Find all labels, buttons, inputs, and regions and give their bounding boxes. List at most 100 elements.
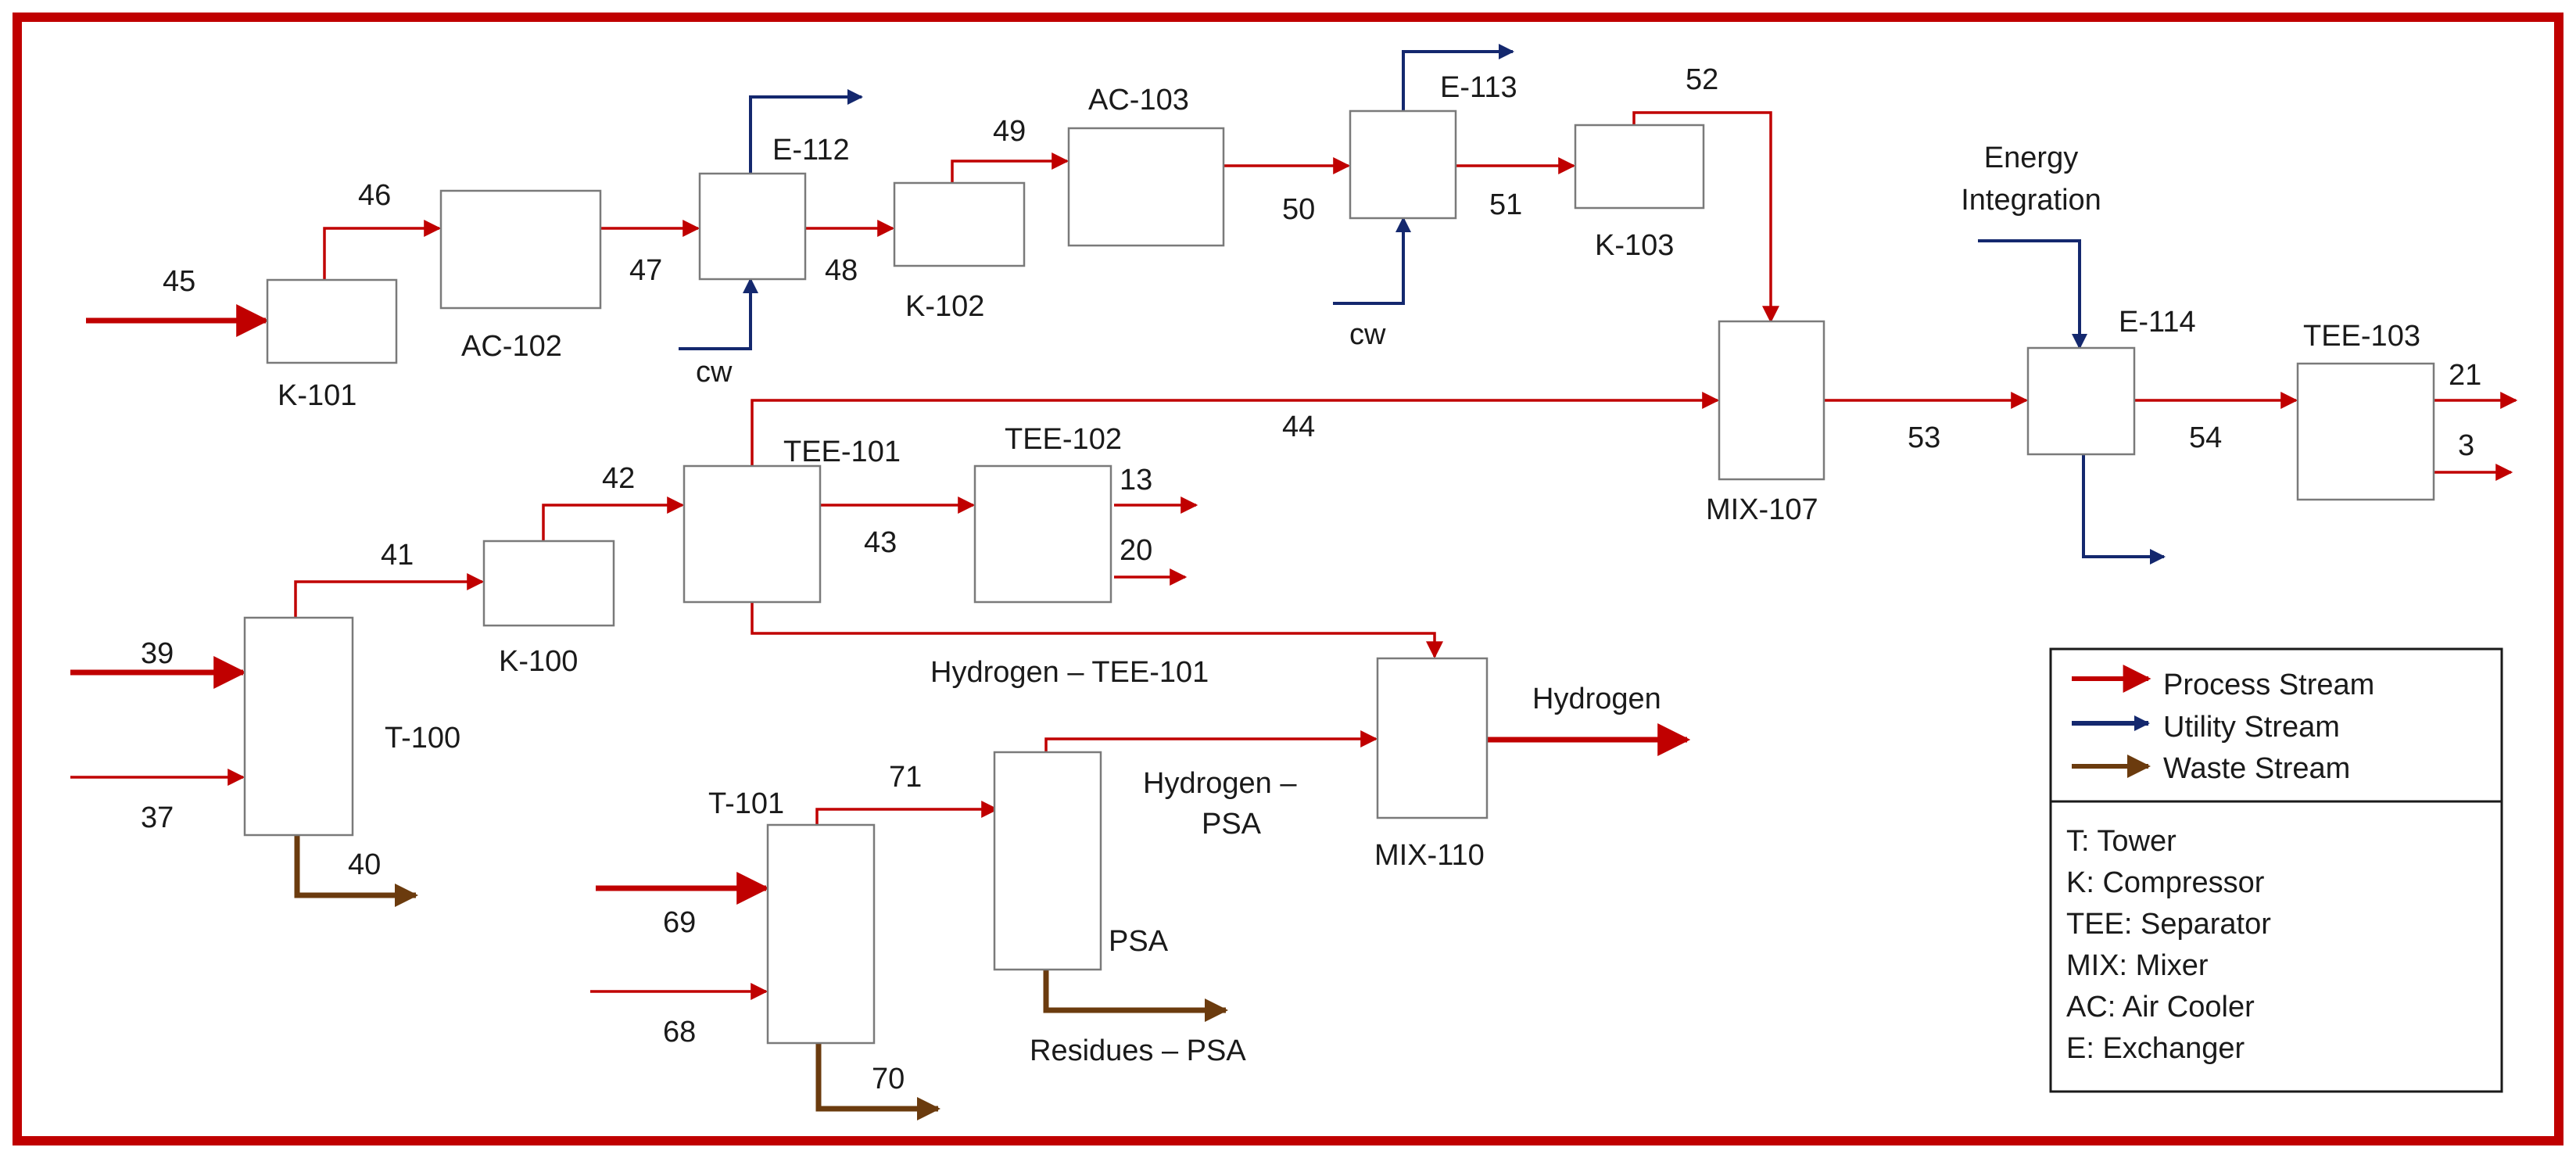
utility-streams (679, 44, 2166, 565)
label-energy-integration-1: Energy (1984, 142, 2078, 174)
legend-process-label: Process Stream (2163, 669, 2374, 701)
label-stream-44: 44 (1282, 410, 1315, 443)
label-tee101: TEE-101 (783, 436, 901, 468)
label-stream-71: 71 (889, 761, 922, 794)
unit-ac102 (439, 189, 602, 310)
unit-t100 (243, 616, 354, 837)
utility-cw-e112-in (679, 278, 758, 350)
legend-waste-label: Waste Stream (2163, 752, 2350, 785)
legend-abbrev-tower: T: Tower (2066, 825, 2177, 858)
utility-energy-integration-in (1978, 239, 2087, 350)
unit-mix110 (1376, 657, 1489, 819)
label-k101: K-101 (278, 379, 356, 412)
stream-42 (542, 497, 685, 541)
label-psa: PSA (1109, 925, 1169, 958)
unit-e114 (2026, 346, 2136, 456)
stream-52 (1632, 111, 1779, 324)
unit-k100 (482, 540, 615, 627)
label-stream-47: 47 (629, 254, 662, 287)
label-stream-40: 40 (348, 848, 381, 881)
stream-labels: 45 46 47 48 49 50 51 52 53 54 21 3 44 42… (141, 63, 2481, 1095)
legend-abbrev-air-cooler: AC: Air Cooler (2066, 991, 2255, 1024)
unit-tee102 (973, 464, 1112, 604)
stream-49 (951, 152, 1069, 183)
label-stream-46: 46 (358, 179, 391, 212)
label-stream-54: 54 (2189, 421, 2222, 454)
label-tee102: TEE-102 (1005, 423, 1122, 456)
label-hydrogen-out: Hydrogen (1532, 683, 1661, 715)
stream-70 (815, 1043, 940, 1120)
legend-abbrev-mixer: MIX: Mixer (2066, 949, 2209, 982)
label-stream-37: 37 (141, 801, 174, 834)
legend-abbrev-separator: TEE: Separator (2066, 908, 2271, 941)
unit-operations (243, 109, 2435, 1045)
unit-k101 (266, 278, 398, 364)
label-hydrogen-psa-1: Hydrogen – (1143, 767, 1297, 800)
unit-tee101 (683, 464, 822, 604)
unit-ac103 (1067, 127, 1225, 247)
label-hydrogen-tee101: Hydrogen – TEE-101 (930, 656, 1209, 689)
unit-k103 (1574, 124, 1705, 210)
outer-frame (13, 13, 2563, 1145)
label-stream-20: 20 (1120, 534, 1152, 567)
label-k100: K-100 (499, 645, 578, 678)
label-e112: E-112 (772, 134, 850, 167)
label-mix107: MIX-107 (1706, 493, 1818, 526)
label-mix110: MIX-110 (1374, 839, 1485, 872)
utility-e114-out (2082, 454, 2166, 565)
label-stream-45: 45 (163, 265, 195, 298)
label-stream-69: 69 (663, 906, 696, 939)
label-residues-psa: Residues – PSA (1030, 1034, 1246, 1067)
legend: Process Stream Utility Stream Waste Stre… (2049, 647, 2503, 1093)
label-t100: T-100 (385, 722, 460, 755)
label-stream-41: 41 (381, 539, 414, 572)
label-stream-39: 39 (141, 637, 174, 670)
label-ac103: AC-103 (1088, 84, 1189, 117)
stream-hydrogen-psa (1044, 730, 1378, 752)
label-stream-50: 50 (1282, 193, 1315, 226)
label-stream-53: 53 (1908, 421, 1940, 454)
legend-abbrev-exchanger: E: Exchanger (2066, 1032, 2245, 1065)
label-tee103: TEE-103 (2303, 320, 2420, 353)
label-stream-42: 42 (602, 462, 635, 495)
stream-44 (751, 392, 1720, 466)
unit-k102 (893, 181, 1026, 267)
unit-e112 (698, 172, 807, 281)
label-stream-68: 68 (663, 1016, 696, 1049)
label-stream-52: 52 (1686, 63, 1718, 96)
unit-mix107 (1718, 320, 1825, 481)
label-stream-13: 13 (1120, 464, 1152, 497)
label-stream-3: 3 (2458, 429, 2474, 462)
stream-41 (294, 573, 485, 618)
stream-40 (294, 835, 418, 907)
utility-e112-out (749, 89, 863, 174)
label-k102: K-102 (905, 290, 984, 323)
unit-e113 (1349, 109, 1457, 220)
legend-abbrev-compressor: K: Compressor (2066, 866, 2265, 899)
label-t101: T-101 (708, 787, 784, 820)
label-stream-70: 70 (872, 1063, 905, 1095)
label-stream-51: 51 (1489, 188, 1522, 221)
stream-71 (815, 801, 999, 825)
label-cw-2: cw (1349, 318, 1386, 351)
legend-utility-label: Utility Stream (2163, 711, 2340, 744)
label-stream-43: 43 (864, 526, 897, 559)
label-stream-21: 21 (2449, 359, 2481, 392)
utility-cw-e113-in (1333, 217, 1411, 305)
stream-hydrogen-tee101 (751, 602, 1443, 659)
unit-labels: K-101 AC-102 E-112 K-102 AC-103 E-113 K-… (278, 71, 2420, 958)
label-e114: E-114 (2119, 306, 2196, 339)
label-stream-48: 48 (825, 254, 858, 287)
process-streams (70, 111, 2518, 1000)
stream-residues-psa (1043, 970, 1228, 1022)
unit-tee103 (2296, 362, 2435, 501)
label-hydrogen-psa-2: PSA (1202, 808, 1262, 841)
label-ac102: AC-102 (461, 330, 562, 363)
label-cw-1: cw (696, 356, 733, 389)
label-k103: K-103 (1595, 229, 1674, 262)
stream-46 (323, 220, 442, 280)
unit-t101 (766, 823, 876, 1045)
label-energy-integration-2: Integration (1961, 184, 2101, 217)
utility-e113-out (1402, 44, 1514, 111)
